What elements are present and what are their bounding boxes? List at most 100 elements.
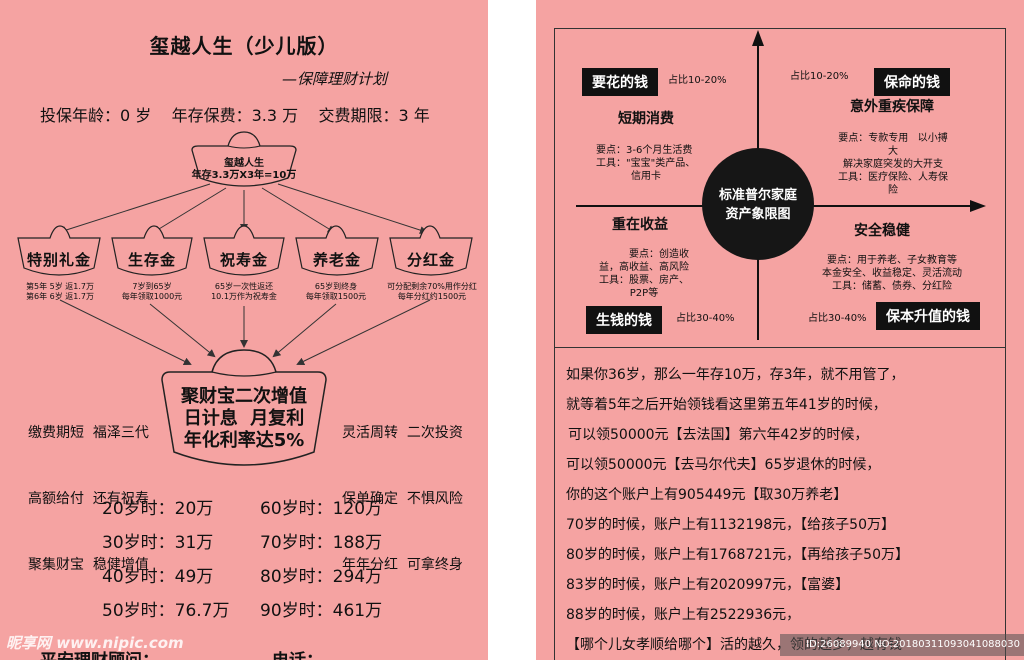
tag-protection-money: 保命的钱 xyxy=(874,68,950,96)
right-features: 灵活周转 二次投资 保单确定 不惧风险 年年分红 可拿终身 xyxy=(342,378,463,620)
age-value: 60岁时：120万 xyxy=(260,499,383,519)
detail-line: 本金安全、收益稳定、灵活流动 xyxy=(822,268,962,279)
note-line: 每年领取1500元 xyxy=(305,292,367,301)
note-line: 7岁到65岁 xyxy=(132,282,172,291)
quadrant-details: 要点：专款专用 以小搏 大 解决家庭突发的大开支 工具：医疗保险、人寿保 险 xyxy=(808,132,978,197)
detail-line: 险 xyxy=(888,185,898,196)
center-title: 标准普尔家庭 资产象限图 xyxy=(702,186,814,224)
note-line: 每年领取1000元 xyxy=(121,292,183,301)
feature-line: 缴费期短 福泽三代 xyxy=(28,425,149,441)
detail-line: 解决家庭突发的大开支 xyxy=(843,159,943,170)
right-poster: 标准普尔家庭 资产象限图 要花的钱 占比10-20% 短期消费 要点：3-6个月… xyxy=(536,0,1024,660)
story-line: 可以领50000元【去法国】第六年42岁的时候， xyxy=(568,427,869,443)
age-values-right: 60岁时：120万 70岁时：188万 80岁时：294万 90岁时：461万 xyxy=(260,492,382,628)
detail-line: 要点：用于养老、子女教育等 xyxy=(827,255,957,266)
age-value: 30岁时：31万 xyxy=(102,533,214,553)
benefit-note: 第5年 5岁 返1.7万 第6年 6岁 返1.7万 xyxy=(8,282,112,302)
ratio-label: 占比10-20% xyxy=(668,75,727,86)
detail-line: P2P等 xyxy=(629,288,659,299)
note-line: 第6年 6岁 返1.7万 xyxy=(26,292,94,301)
benefit-label: 祝寿金 xyxy=(219,251,268,269)
detail-line: 工具："宝宝"类产品、 xyxy=(596,158,696,169)
feature-line: 保单确定 不惧风险 xyxy=(342,491,463,507)
ratio-label: 占比10-20% xyxy=(790,71,849,82)
bottom-ingot-text: 聚财宝二次增值 日计息 月复利 年化利率达5% xyxy=(164,386,324,452)
detail-line: 要点：创造收 xyxy=(629,249,689,260)
detail-line: 要点：3-6个月生活费 xyxy=(596,145,693,156)
tag-growth-money: 生钱的钱 xyxy=(586,306,662,334)
story-line: 如果你36岁，那么一年存10万，存3年，就不用管了， xyxy=(566,367,905,383)
watermark-logo: 昵享网 www.nipic.com xyxy=(6,634,184,652)
story-line: 就等着5年之后开始领钱看这里第五年41岁的时候， xyxy=(566,397,887,413)
arrow-up-icon xyxy=(752,30,764,46)
detail-line: 信用卡 xyxy=(631,171,661,182)
benefit-note: 可分配剩余70%用作分红 每年分红约1500元 xyxy=(380,282,484,302)
poster-title: 玺越人生（少儿版） xyxy=(149,34,339,58)
story-line: 88岁的时候，账户上有2522936元， xyxy=(566,607,801,623)
ingot-line: 日计息 月复利 xyxy=(183,408,305,429)
quadrant-details: 要点：3-6个月生活费 工具："宝宝"类产品、 信用卡 xyxy=(596,144,696,183)
feature-line: 年年分红 可拿终身 xyxy=(342,557,463,573)
poster-subtitle: —保障理财计划 xyxy=(282,70,388,88)
ratio-label: 占比30-40% xyxy=(676,313,735,324)
story-line: 83岁的时候，账户上有2020997元，【富婆】 xyxy=(566,577,850,593)
quadrant-heading: 重在收益 xyxy=(612,217,668,233)
story-text: 如果你36岁，那么一年存10万，存3年，就不用管了， 就等着5年之后开始领钱看这… xyxy=(566,360,909,660)
ingot-line: 年化利率达5% xyxy=(183,430,305,451)
quadrant-heading: 安全稳健 xyxy=(854,223,910,239)
detail-line: 大 xyxy=(888,146,898,157)
story-line: 可以领50000元【去马尔代夫】65岁退休的时候， xyxy=(566,457,881,473)
feature-line: 高额给付 还有祝寿 xyxy=(28,491,149,507)
quadrant-heading: 意外重疾保障 xyxy=(850,99,934,115)
gold-ingot-icon xyxy=(191,131,297,187)
age-value: 20岁时：20万 xyxy=(102,499,214,519)
tag-preservation-money: 保本升值的钱 xyxy=(876,302,980,330)
info-line: 投保年龄：0 岁 年存保费：3.3 万 交费期限：3 年 xyxy=(40,106,430,125)
benefit-label: 生存金 xyxy=(127,251,176,269)
age-value: 70岁时：188万 xyxy=(260,533,383,553)
quadrant-axes xyxy=(576,30,986,340)
quadrant-frame xyxy=(554,28,1006,348)
detail-line: 工具：储蓄、债券、分红险 xyxy=(832,281,952,292)
gold-ingot-icon xyxy=(161,349,327,466)
feature-line: 聚集财宝 稳健增值 xyxy=(28,557,149,573)
ratio-label: 占比30-40% xyxy=(808,313,867,324)
watermark-id: ID:26089940 NO:20180311093041088030 xyxy=(780,634,1024,656)
tag-spending-money: 要花的钱 xyxy=(582,68,658,96)
top-ingot-line2: 年存3.3万X3年=10万 xyxy=(191,170,297,181)
quadrant-heading: 短期消费 xyxy=(618,111,674,127)
age-value: 80岁时：294万 xyxy=(260,567,383,587)
left-poster: 玺越人生（少儿版） —保障理财计划 投保年龄：0 岁 年存保费：3.3 万 交费… xyxy=(0,0,488,660)
note-line: 可分配剩余70%用作分红 xyxy=(387,282,477,291)
detail-line: 要点：专款专用 以小搏 xyxy=(838,133,948,144)
flow-diagram xyxy=(17,131,473,466)
story-line: 80岁的时候，账户上有1768721元，【再给孩子50万】 xyxy=(566,547,909,563)
age-value: 90岁时：461万 xyxy=(260,601,383,621)
note-line: 65岁一次性返还 xyxy=(214,282,274,291)
benefit-label: 特别礼金 xyxy=(26,251,91,269)
quadrant-details: 要点：创造收 益，高收益、高风险 工具：股票、房产、 P2P等 xyxy=(584,248,704,300)
note-line: 10.1万作为祝寿金 xyxy=(211,292,277,301)
left-features: 缴费期短 福泽三代 高额给付 还有祝寿 聚集财宝 稳健增值 xyxy=(28,378,149,620)
feature-line: 灵活周转 二次投资 xyxy=(342,425,463,441)
age-value: 40岁时：49万 xyxy=(102,567,214,587)
story-line: 70岁的时候，账户上有1132198元，【给孩子50万】 xyxy=(566,517,895,533)
story-frame xyxy=(554,346,1006,660)
detail-line: 工具：股票、房产、 xyxy=(599,275,689,286)
top-ingot-line1: 玺越人生 xyxy=(224,158,264,169)
benefit-note: 65岁一次性返还 10.1万作为祝寿金 xyxy=(196,282,292,302)
story-line: 你的这个账户上有905449元【取30万养老】 xyxy=(566,487,848,503)
center-line: 标准普尔家庭 xyxy=(718,188,797,203)
quadrant-details: 要点：用于养老、子女教育等 本金安全、收益稳定、灵活流动 工具：储蓄、债券、分红… xyxy=(802,254,982,293)
detail-line: 益，高收益、高风险 xyxy=(599,262,689,273)
age-value: 50岁时：76.7万 xyxy=(102,601,230,621)
note-line: 第5年 5岁 返1.7万 xyxy=(26,282,94,291)
note-line: 每年分红约1500元 xyxy=(397,292,467,301)
benefit-note: 7岁到65岁 每年领取1000元 xyxy=(104,282,200,302)
benefit-label: 养老金 xyxy=(312,251,361,269)
advisor-label: 平安理财顾问： xyxy=(40,646,159,660)
arrow-right-icon xyxy=(970,200,986,212)
note-line: 65岁到终身 xyxy=(314,282,358,291)
age-values-left: 20岁时：20万 30岁时：31万 40岁时：49万 50岁时：76.7万 xyxy=(102,492,229,628)
ingot-line: 聚财宝二次增值 xyxy=(181,386,307,407)
